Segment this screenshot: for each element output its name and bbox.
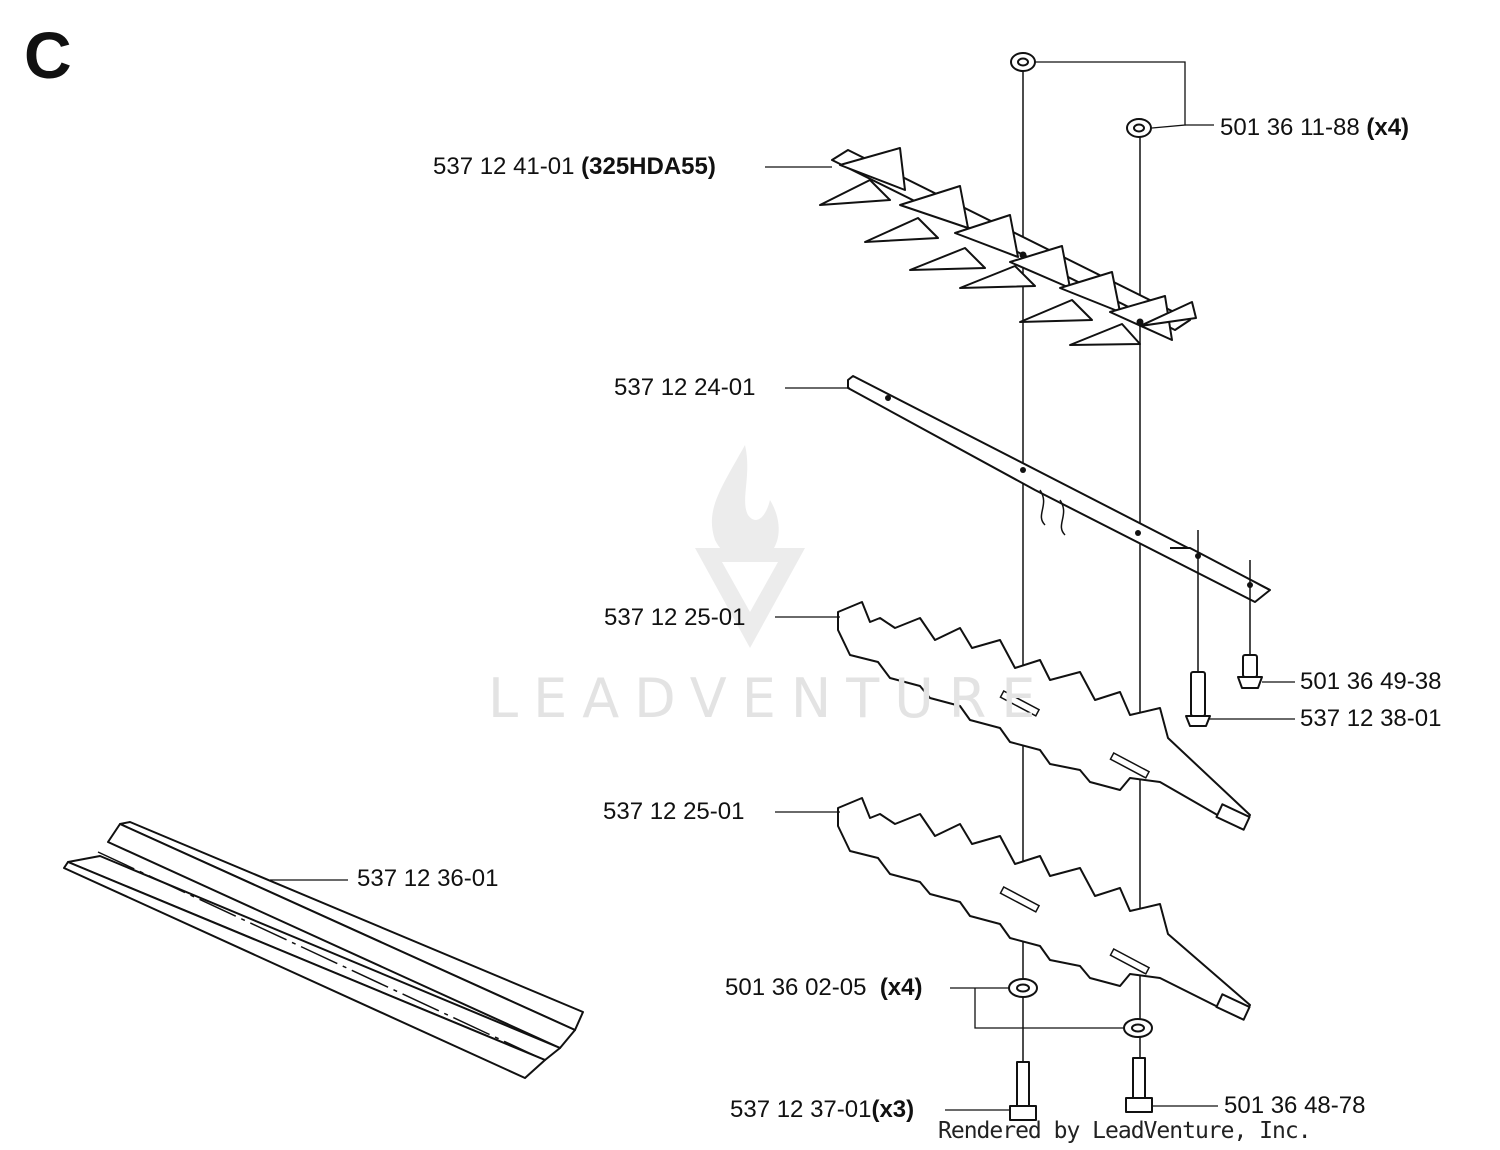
washer-right-drawing — [1123, 1018, 1153, 1038]
cutter-blade-2-drawing — [837, 797, 1251, 1021]
callout-upper-blade: 537 12 41-01 (325HDA55) — [433, 153, 716, 180]
leader-nut-a — [1035, 61, 1186, 129]
hex-nut-top-right — [1126, 118, 1152, 138]
screw-small-drawing — [1237, 654, 1263, 689]
bolt-left-drawing — [1009, 1061, 1037, 1121]
hex-nut-top-left — [1010, 52, 1036, 72]
section-letter: C — [24, 18, 72, 92]
cutter-blade-1-drawing — [837, 601, 1251, 831]
render-credit: Rendered by LeadVenture, Inc. — [938, 1118, 1312, 1144]
flame-logo-icon — [695, 445, 805, 648]
callout-cutter-2: 537 12 25-01 — [603, 798, 745, 825]
screw-large-drawing — [1185, 671, 1211, 727]
callout-cutter-1: 537 12 25-01 — [604, 604, 746, 631]
callout-nut: 501 36 11-88 (x4) — [1220, 114, 1410, 141]
callout-guard: 537 12 36-01 — [357, 865, 499, 892]
guide-bar-drawing — [847, 375, 1271, 680]
callout-washer: 501 36 02-05 (x4) — [725, 974, 923, 1001]
watermark-text: LEADVENTURE — [488, 667, 1051, 730]
callout-screw-large: 537 12 38-01 — [1300, 705, 1442, 732]
callout-bolt: 537 12 37-01(x3) — [730, 1096, 915, 1123]
upper-blade-drawing — [819, 147, 1197, 346]
callout-guide-bar: 537 12 24-01 — [614, 374, 756, 401]
guard-drawing — [63, 821, 584, 1079]
callout-screw-small: 501 36 49-38 — [1300, 668, 1442, 695]
callout-bolt-2: 501 36 48-78 — [1224, 1092, 1366, 1119]
leader-washer — [950, 987, 1124, 1029]
bolt-right-drawing — [1125, 1057, 1153, 1113]
washer-left-drawing — [1008, 978, 1038, 998]
